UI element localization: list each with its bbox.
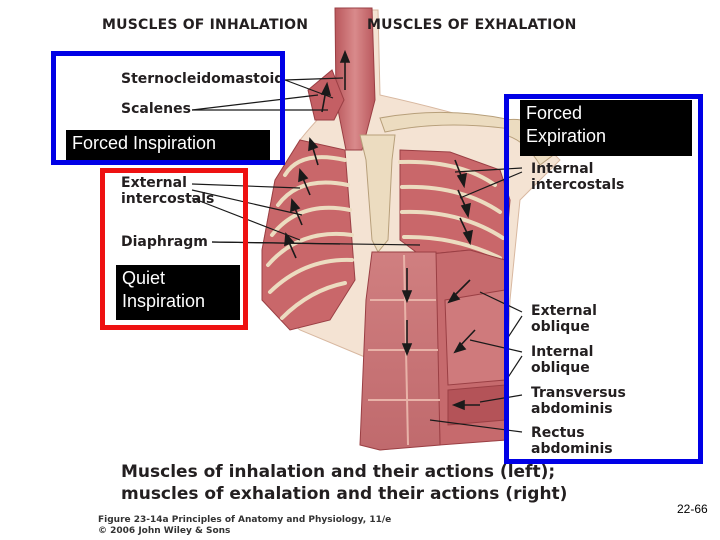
figure-reference-line1: Figure 23-14a Principles of Anatomy and … <box>98 515 392 525</box>
quiet-inspiration-label: Quiet Inspiration <box>116 265 240 320</box>
figure-caption-line2: muscles of exhalation and their actions … <box>121 484 568 505</box>
label-external-oblique-line2: oblique <box>531 318 590 335</box>
label-internal-oblique-line1: Internal <box>531 344 594 360</box>
rib-lines <box>266 155 505 320</box>
forced-expiration-line2: Expiration <box>526 125 607 146</box>
quiet-inspiration-box <box>100 168 248 330</box>
label-external-intercostals-line2: intercostals <box>121 190 215 207</box>
label-external-intercostals-line1: External <box>121 175 187 191</box>
label-external-oblique: External oblique <box>531 303 597 335</box>
label-transversus-abdominis-line1: Transversus <box>531 385 626 401</box>
figure-caption-line1: Muscles of inhalation and their actions … <box>121 462 556 482</box>
forced-inspiration-label: Forced Inspiration <box>66 130 270 160</box>
label-sternocleidomastoid: Sternocleidomastoid <box>121 71 285 87</box>
sternum-bone <box>359 134 396 253</box>
forced-expiration-line1: Forced <box>526 103 583 123</box>
label-internal-oblique-line2: oblique <box>531 359 590 376</box>
figure-caption: Muscles of inhalation and their actions … <box>121 461 567 505</box>
internal-oblique-muscle <box>444 289 506 386</box>
label-rectus-abdominis-line1: Rectus <box>531 425 585 441</box>
label-transversus-abdominis-line2: abdominis <box>531 400 613 417</box>
label-internal-intercostals-line2: intercostals <box>531 176 625 193</box>
label-transversus-abdominis: Transversus abdominis <box>531 385 626 417</box>
label-diaphragm: Diaphragm <box>121 234 208 250</box>
quiet-inspiration-line1: Quiet <box>122 268 166 288</box>
forced-expiration-box <box>504 94 703 464</box>
label-internal-oblique: Internal oblique <box>531 344 594 376</box>
action-arrows <box>284 49 480 411</box>
forced-expiration-label: Forced Expiration <box>520 100 692 156</box>
label-external-oblique-line1: External <box>531 303 597 319</box>
forced-inspiration-box <box>51 51 285 165</box>
slide-number: 22-66 <box>677 502 708 516</box>
figure-reference-line2: © 2006 John Wiley & Sons <box>98 526 231 537</box>
heading-exhalation: MUSCLES OF EXHALATION <box>367 17 577 33</box>
label-external-intercostals: External intercostals <box>121 175 215 207</box>
quiet-inspiration-line2: Inspiration <box>122 290 206 311</box>
label-rectus-abdominis-line2: abdominis <box>531 440 613 457</box>
figure-reference: Figure 23-14a Principles of Anatomy and … <box>98 515 391 538</box>
heading-inhalation: MUSCLES OF INHALATION <box>102 17 309 33</box>
label-internal-intercostals-line1: Internal <box>531 161 594 177</box>
label-internal-intercostals: Internal intercostals <box>531 161 625 193</box>
label-scalenes: Scalenes <box>121 101 191 117</box>
label-rectus-abdominis: Rectus abdominis <box>531 425 613 457</box>
